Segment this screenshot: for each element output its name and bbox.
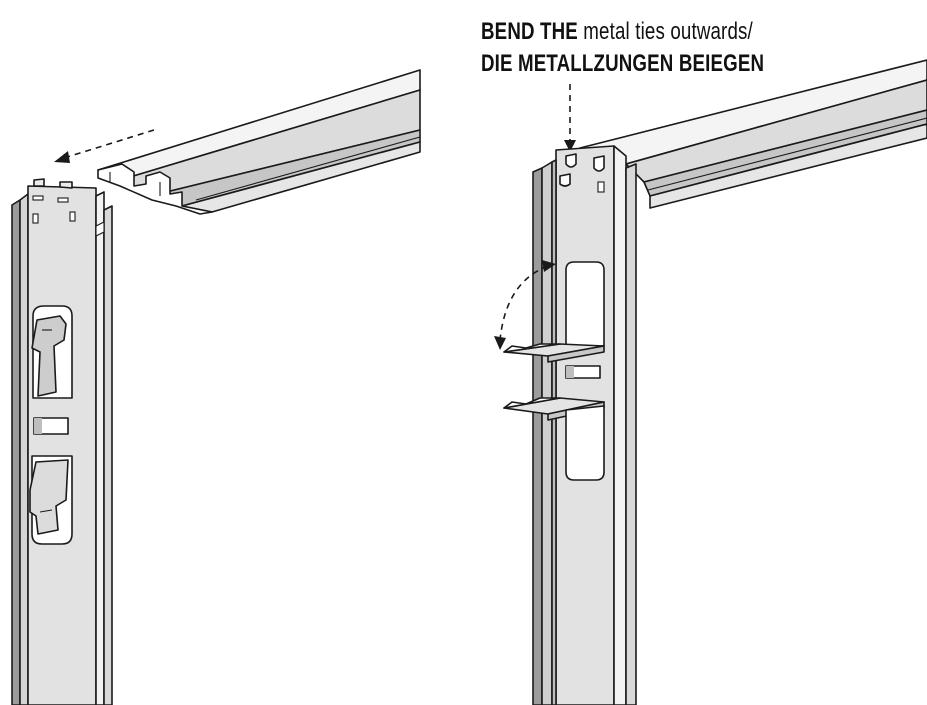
left-jamb-edge-slot (95, 221, 105, 237)
right-jamb (503, 145, 637, 705)
right-jamb-right-edge (613, 145, 627, 705)
left-lower-metal-tie (29, 459, 69, 535)
insert-arrow-line (63, 129, 155, 159)
left-jamb-return (11, 199, 21, 705)
left-head-rail-end-profile (97, 163, 213, 215)
insert-direction-arrow (54, 129, 155, 163)
left-jamb-slot-2 (57, 197, 69, 203)
left-jamb-top-tab-2 (59, 181, 73, 189)
left-jamb-slot-3 (32, 213, 39, 224)
caption-line-1-bold: BEND THE (481, 18, 578, 45)
right-jamb-bent-tie-2 (593, 155, 605, 172)
right-jamb-return (532, 167, 543, 705)
left-head-rail-groove (195, 136, 421, 201)
left-jamb (11, 178, 113, 705)
bend-arrow-head-bottom (494, 336, 506, 350)
left-head-rail (97, 69, 421, 215)
left-jamb-flange (19, 193, 29, 705)
right-head-rail-groove (647, 117, 927, 191)
caption-pointer-arrow (564, 84, 576, 152)
left-jamb-right-flange (103, 205, 113, 705)
bend-arrow-head-top (542, 260, 556, 272)
caption-line-1: BEND THE metal ties outwards/ (481, 16, 753, 48)
caption-pointer-head (564, 140, 576, 152)
bend-instruction-caption: BEND THE metal ties outwards/ DIE METALL… (481, 16, 765, 80)
right-head-rail-channel (643, 109, 927, 197)
right-assembly (494, 59, 927, 705)
insert-arrow-head (54, 151, 70, 163)
left-jamb-top-tab-1 (33, 178, 45, 187)
right-jamb-flange (541, 161, 553, 705)
left-jamb-web (27, 185, 97, 705)
caption-line-1-regular: metal ties outwards/ (577, 18, 753, 45)
caption-line-2: DIE METALLZUNGEN BEIEGEN (481, 50, 765, 77)
bend-direction-arrow (494, 260, 556, 350)
bend-arrow-curve (499, 265, 549, 341)
left-upper-metal-tie (31, 315, 67, 397)
right-jamb-lower-opening (565, 405, 605, 481)
right-jamb-slot (597, 181, 605, 193)
left-jamb-slot-1 (32, 195, 44, 201)
right-head-rail-lip (649, 123, 927, 209)
left-jamb-right-edge (95, 191, 105, 705)
right-jamb-bent-tie-1 (565, 153, 577, 168)
right-head-rail (579, 59, 927, 209)
left-jamb-slot-4 (69, 211, 76, 222)
right-jamb-right-flange (625, 163, 637, 705)
left-assembly (11, 69, 421, 705)
right-jamb-bent-tie-3 (559, 173, 571, 187)
right-head-rail-face (625, 79, 927, 183)
right-jamb-upper-opening (565, 261, 605, 347)
